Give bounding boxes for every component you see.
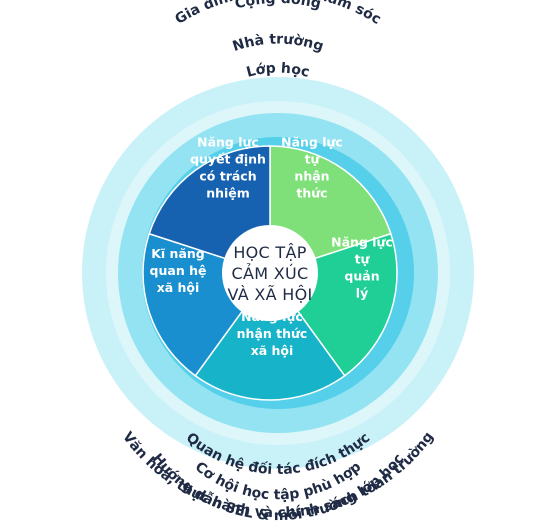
center-line-1: HỌC TẬP (233, 243, 306, 262)
segment-label-self-management-3: lý (356, 286, 368, 301)
segment-label-self-awareness-1: tự (305, 152, 321, 167)
segment-label-self-awareness-2: nhận (294, 169, 329, 184)
segment-label-decision-3: nhiệm (206, 186, 250, 201)
segment-label-decision-2: có trách (199, 169, 256, 184)
segment-label-decision-0: Năng lực (197, 135, 259, 150)
segment-label-relationship-1: quan hệ (150, 263, 207, 278)
segment-label-self-management-1: tự (355, 252, 371, 267)
segment-social-awareness (194, 271, 346, 401)
segment-label-relationship-0: Kĩ năng (151, 246, 205, 261)
segment-label-self-awareness-0: Năng lực (281, 135, 343, 150)
label-classroom: Lớp học (245, 60, 311, 80)
segment-label-decision-1: quyết định (190, 152, 266, 167)
center-line-3: VÀ XÃ HỘI (228, 285, 313, 304)
segment-label-social-awareness-2: xã hội (251, 343, 294, 358)
label-school: Nhà trường (231, 32, 326, 55)
segment-label-relationship-2: xã hội (157, 280, 200, 295)
segment-label-social-awareness-1: nhận thức (237, 326, 308, 341)
center-circle (222, 225, 318, 321)
center-line-2: CẢM XÚC (232, 263, 309, 283)
segment-label-self-awareness-3: thức (296, 186, 327, 201)
segment-label-self-management-2: quản (344, 269, 379, 284)
segment-label-self-management-0: Năng lực (331, 235, 393, 250)
